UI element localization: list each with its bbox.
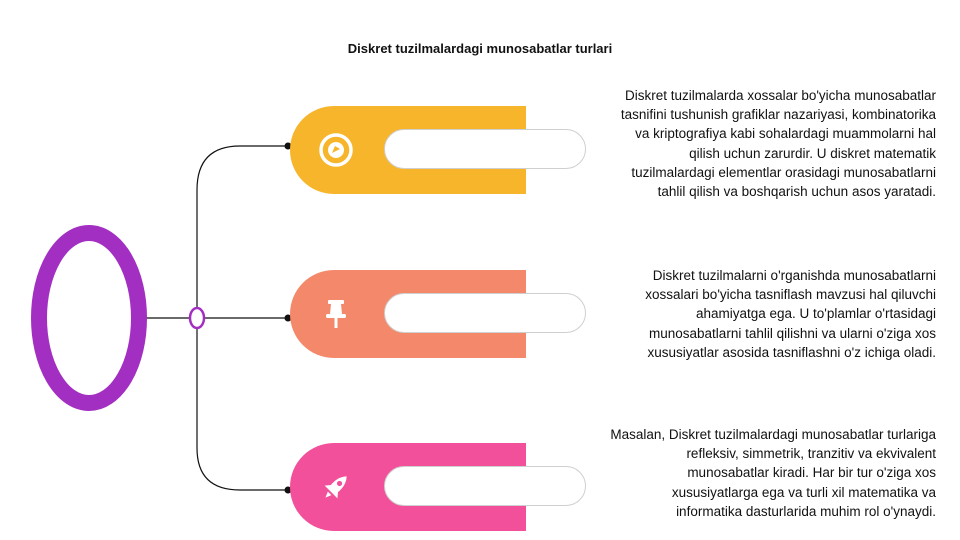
main-ring bbox=[31, 225, 147, 411]
item-label-field-1 bbox=[384, 129, 586, 169]
item-label-field-3 bbox=[384, 466, 586, 506]
description-text-3: Masalan, Diskret tuzilmalardagi munosaba… bbox=[610, 427, 936, 519]
pushpin-icon bbox=[326, 300, 346, 328]
item-label-field-2 bbox=[384, 293, 586, 333]
connector-dot-top bbox=[284, 142, 292, 150]
compass-icon bbox=[319, 133, 353, 167]
connector-top bbox=[196, 145, 288, 318]
connector-dot-middle bbox=[284, 314, 292, 322]
connector-bottom bbox=[196, 318, 288, 491]
description-text-2: Diskret tuzilmalarni o'rganishda munosab… bbox=[645, 268, 936, 360]
item-pill-1 bbox=[290, 106, 586, 194]
rocket-icon bbox=[324, 476, 347, 499]
description-text-1: Diskret tuzilmalarda xossalar bo'yicha m… bbox=[620, 88, 936, 200]
item-pill-2 bbox=[290, 270, 586, 358]
connector-dot-bottom bbox=[284, 486, 292, 494]
item-pill-3 bbox=[290, 443, 586, 531]
page-title: Diskret tuzilmalardagi munosabatlar turl… bbox=[347, 41, 613, 56]
junction-ring bbox=[188, 306, 206, 330]
